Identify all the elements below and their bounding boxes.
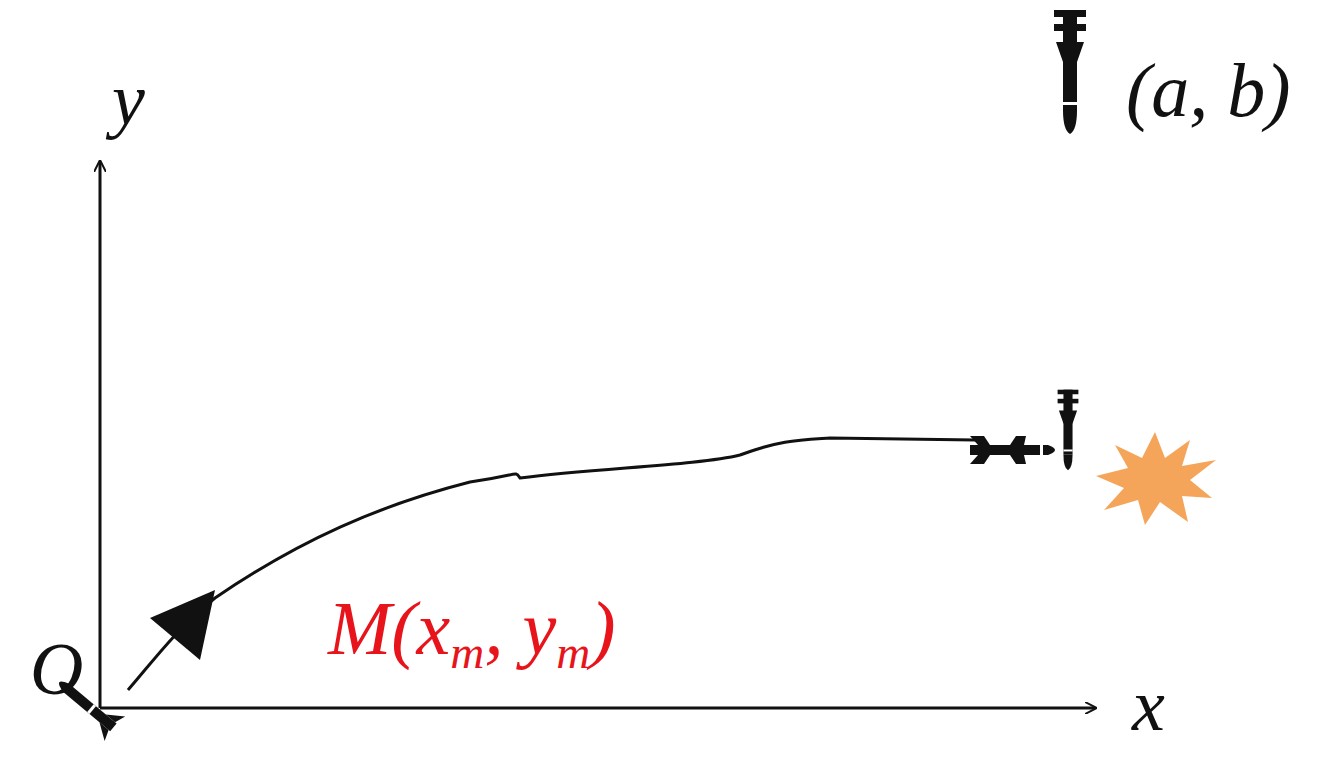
subscript: m <box>450 626 484 678</box>
y-axis <box>99 162 102 708</box>
direction-arrowhead <box>150 590 215 660</box>
position-text: M(x <box>328 586 450 670</box>
subscript: m <box>556 626 590 678</box>
position-label: M(xm, ym) <box>328 590 615 666</box>
position-text: ) <box>590 586 615 670</box>
coordinate-label: (a, b) <box>1126 52 1291 128</box>
origin-label: O <box>30 632 83 706</box>
target-missile <box>1054 10 1086 134</box>
target-missile <box>1058 390 1079 471</box>
interceptor-missile <box>970 436 1055 464</box>
axis-label: x <box>1132 668 1165 742</box>
axis-label: y <box>112 62 145 136</box>
trajectory-curve <box>128 438 975 690</box>
explosion-burst <box>1096 432 1216 525</box>
position-text: , y <box>484 586 556 670</box>
x-axis <box>100 707 1095 710</box>
